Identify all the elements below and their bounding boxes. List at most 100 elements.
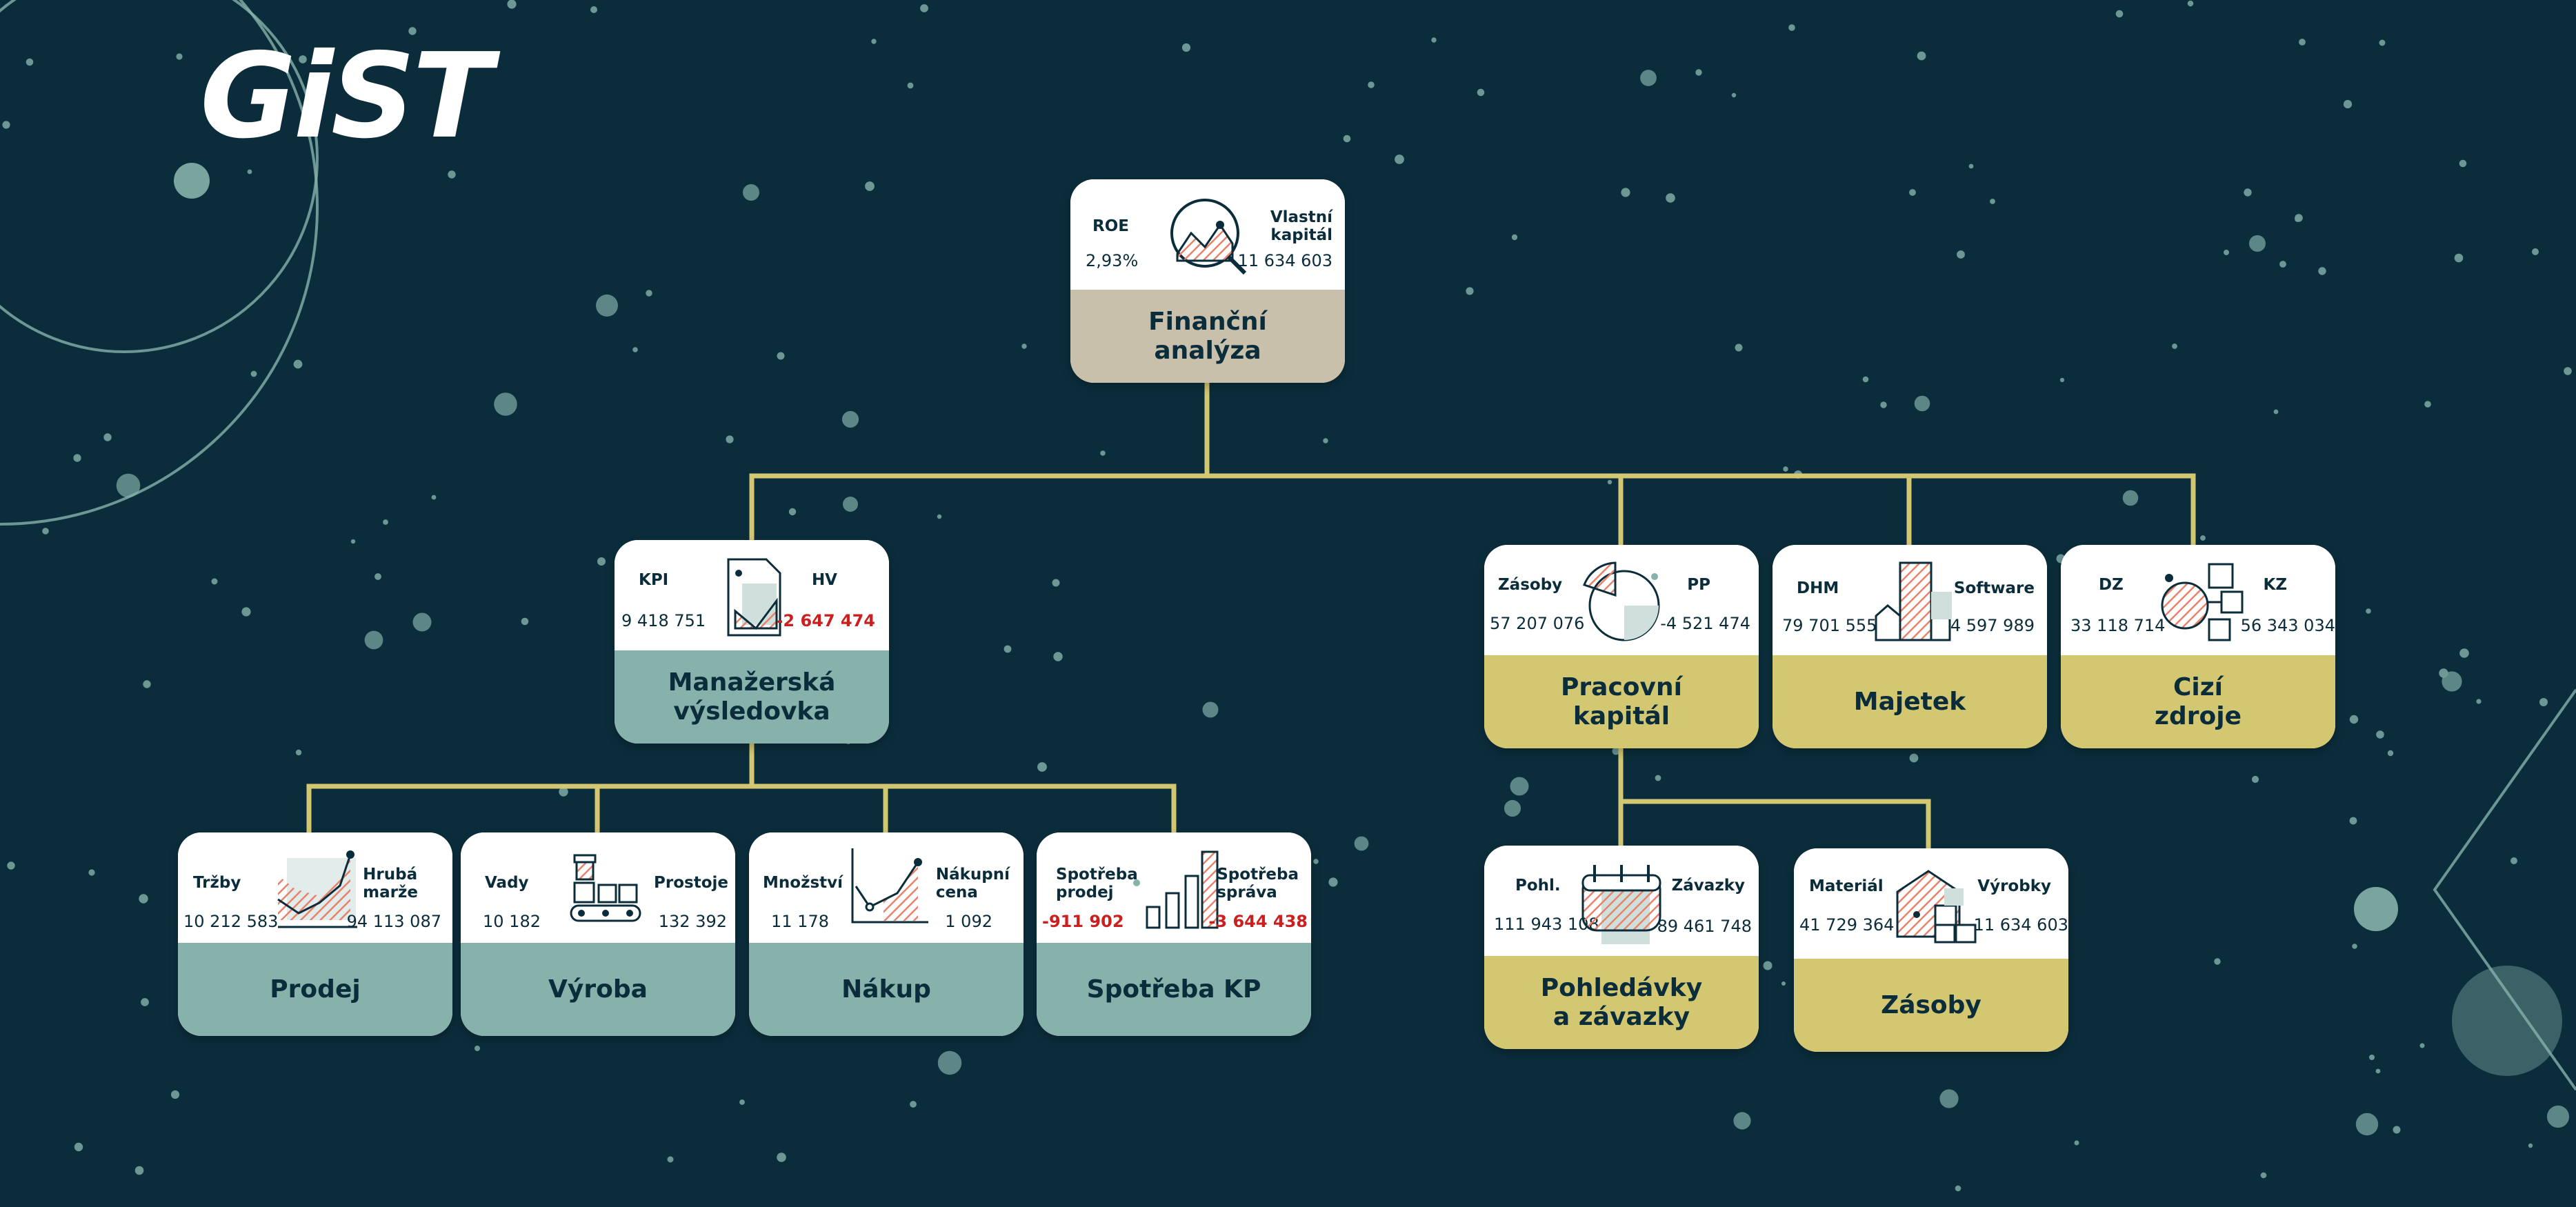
star-dot [2375, 1068, 2381, 1074]
left-metric-label: DZ [2099, 576, 2124, 594]
star-dot [2279, 261, 2286, 268]
right-metric-label: Hrubá marže [363, 866, 418, 902]
star-dot [920, 4, 928, 12]
node-metrics: ROE 2,93% Vlastní kapitál 11 634 603 [1070, 179, 1345, 290]
star-dot [1990, 199, 1995, 204]
star-dot [73, 454, 81, 462]
node-cizi-zdroje[interactable]: DZ 33 118 714 KZ 56 343 034 Cizí zdroje [2061, 545, 2335, 748]
node-manazerska-vysledovka[interactable]: KPI 9 418 751 HV -2 647 474 Manažerská v… [615, 540, 889, 744]
star-dot [2074, 1140, 2079, 1146]
right-metric-label: Software [1953, 579, 2035, 597]
star-dot [646, 290, 652, 297]
node-title: Výroba [548, 975, 648, 1004]
right-metric-value: 132 392 [658, 912, 727, 931]
node-spotreba-kp[interactable]: Spotřeba prodej -911 902 Spotřeba správa… [1037, 832, 1311, 1036]
right-metric-label: Spotřeba správa [1217, 866, 1299, 902]
node-pohledavky-zavazky[interactable]: Pohl. 111 943 108 Závazky 89 461 748 Poh… [1484, 846, 1759, 1049]
star-dot [1909, 189, 1916, 196]
star-dot [1763, 961, 1773, 970]
star-dot [2355, 1113, 2379, 1136]
star-dot [103, 433, 112, 441]
star-dot [408, 27, 417, 35]
star-dot [211, 578, 218, 585]
node-title-band: Prodej [178, 943, 452, 1036]
star-dot [1788, 24, 1795, 31]
star-dot [1313, 859, 1319, 864]
star-dot [1021, 343, 1027, 349]
node-prodej[interactable]: Tržby 10 212 583 Hrubá marže 94 113 087 … [178, 832, 452, 1036]
node-title-band: Finanční analýza [1070, 290, 1345, 383]
star-dot [2459, 159, 2467, 168]
star-dot [1004, 645, 1012, 653]
node-title: Pohledávky a závazky [1540, 974, 1703, 1031]
right-metric-value: 4 597 989 [1950, 616, 2035, 635]
magnifier-chart-icon [1170, 199, 1247, 275]
star-dot [2349, 817, 2357, 825]
node-title: Prodej [270, 975, 361, 1004]
star-dot [1181, 43, 1191, 52]
star-dot [726, 435, 734, 443]
star-dot [2352, 944, 2357, 949]
star-dot [42, 528, 49, 535]
left-metric-value: 9 418 751 [621, 611, 706, 630]
buildings-icon [1875, 561, 1952, 641]
left-metric-label: Zásoby [1498, 576, 1563, 594]
left-metric-value: 11 178 [771, 912, 829, 931]
star-dot [1695, 69, 1702, 76]
star-dot [2546, 1105, 2570, 1128]
right-metric-label: HV [811, 571, 837, 589]
star-dot [2439, 668, 2448, 678]
star-dot [1504, 799, 1521, 817]
star-dot [74, 1142, 83, 1152]
left-metric-label: Tržby [193, 874, 241, 892]
star-dot [116, 473, 141, 498]
star-dot [843, 497, 858, 512]
right-metric-value: -3 644 438 [1208, 912, 1308, 931]
star-dot [1323, 438, 1328, 443]
node-financni-analyza[interactable]: ROE 2,93% Vlastní kapitál 11 634 603 Fin… [1070, 179, 1345, 383]
node-majetek[interactable]: DHM 79 701 555 Software 4 597 989 Majete… [1773, 545, 2047, 748]
warehouse-icon [1896, 870, 1977, 944]
star-dot [2510, 857, 2517, 864]
node-metrics: KPI 9 418 751 HV -2 647 474 [615, 540, 889, 650]
node-vyroba[interactable]: Vady 10 182 Prostoje 132 392 Výroba [461, 832, 735, 1036]
node-pracovni-kapital[interactable]: Zásoby 57 207 076 PP -4 521 474 Pracovní… [1484, 545, 1759, 748]
node-metrics: DHM 79 701 555 Software 4 597 989 [1773, 545, 2047, 655]
left-metric-label: Spotřeba prodej [1056, 866, 1138, 902]
conveyor-icon [570, 854, 641, 922]
star-dot [1955, 1185, 1961, 1192]
star-dot [1968, 163, 1974, 169]
star-dot [1957, 250, 1965, 259]
node-nakup[interactable]: Množství 11 178 Nákupní cena 1 092 Nákup [749, 832, 1024, 1036]
star-dot [907, 82, 914, 89]
star-dot [350, 539, 356, 544]
star-dot [1100, 450, 1106, 456]
star-dot [1914, 395, 1930, 412]
star-dot [1511, 234, 1518, 241]
star-dot [2369, 1055, 2375, 1060]
right-metric-label: Vlastní kapitál [1270, 208, 1332, 245]
brand-logo: GiST [200, 28, 492, 165]
star-dot [1053, 652, 1063, 661]
star-dot [2249, 235, 2266, 252]
star-dot [2376, 730, 2384, 739]
star-dot [139, 894, 148, 904]
star-dot [2115, 10, 2124, 18]
star-dot [383, 519, 388, 525]
pie-chart-icon [1583, 561, 1660, 641]
star-dot [2251, 775, 2259, 784]
star-dot [143, 680, 151, 688]
star-dot [2564, 367, 2572, 375]
star-dot [777, 352, 785, 360]
star-dot [559, 787, 568, 797]
node-zasoby[interactable]: Materiál 41 729 364 Výrobky 11 634 603 Z… [1794, 848, 2068, 1052]
star-dot [2532, 248, 2539, 255]
node-title-band: Spotřeba KP [1037, 943, 1311, 1036]
node-metrics: Materiál 41 729 364 Výrobky 11 634 603 [1794, 848, 2068, 959]
star-dot [2454, 253, 2464, 263]
star-dot [1731, 92, 1737, 98]
star-dot [26, 58, 34, 66]
star-dot [1354, 836, 1369, 851]
star-dot [475, 1046, 480, 1051]
line-chart-icon [851, 848, 928, 924]
